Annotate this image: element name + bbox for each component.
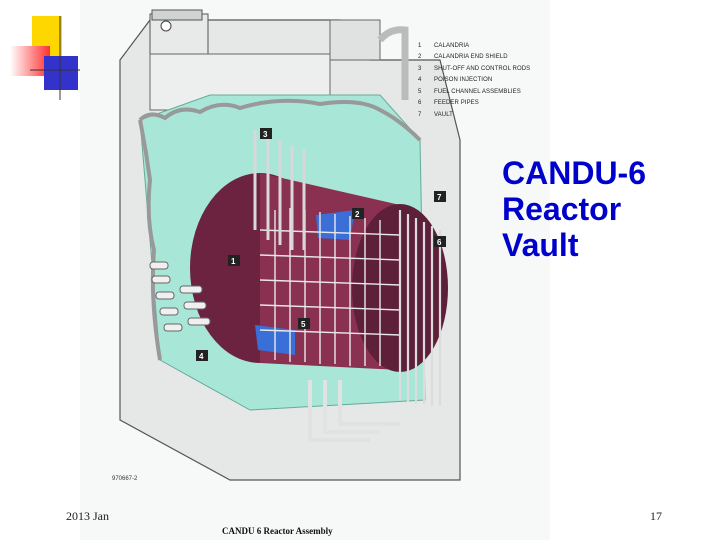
fuel-channel-grid (259, 208, 401, 366)
slide-title: CANDU-6 Reactor Vault (502, 155, 712, 263)
callout-1: 1 (228, 255, 240, 266)
callout-6: 6 (434, 236, 446, 247)
deco-red-square (10, 46, 50, 76)
shaft-port (160, 20, 172, 32)
callout-3: 3 (260, 128, 272, 139)
reactor-illustration: 1 2 3 4 5 6 7 (119, 9, 461, 481)
slide-decoration (10, 16, 86, 100)
svg-text:6: 6 (437, 238, 442, 247)
deco-blue-square (44, 56, 78, 90)
svg-text:5: 5 (301, 320, 306, 329)
right-tower (329, 19, 381, 61)
page-number: 17 (650, 509, 662, 523)
title-line: CANDU-6 (502, 155, 646, 191)
svg-text:1: 1 (231, 257, 236, 266)
bottom-pipes (308, 380, 400, 442)
exhaust-pipe (377, 26, 409, 100)
figure-caption: CANDU 6 Reactor Assembly (222, 526, 333, 536)
callout-2: 2 (352, 208, 364, 219)
callout-7: 7 (434, 191, 446, 202)
svg-text:2: 2 (355, 210, 360, 219)
figure-code: 970667-2 (112, 476, 138, 482)
feeder-pipe-bank (398, 210, 442, 406)
callout-4: 4 (196, 350, 208, 361)
callout-5: 5 (298, 318, 310, 329)
title-line: Reactor (502, 191, 622, 227)
title-line: Vault (502, 227, 579, 263)
top-shaft-cap (151, 9, 203, 21)
svg-text:7: 7 (437, 193, 442, 202)
reactor-figure: 1 2 3 4 5 6 7 (80, 0, 550, 540)
footer-date: 2013 Jan (66, 509, 109, 523)
control-rods (253, 130, 306, 250)
cut-edge-top (138, 98, 422, 142)
svg-text:3: 3 (263, 130, 268, 139)
cut-edge-left (138, 119, 162, 361)
side-stub-pipes (149, 261, 211, 332)
svg-text:4: 4 (199, 352, 204, 361)
